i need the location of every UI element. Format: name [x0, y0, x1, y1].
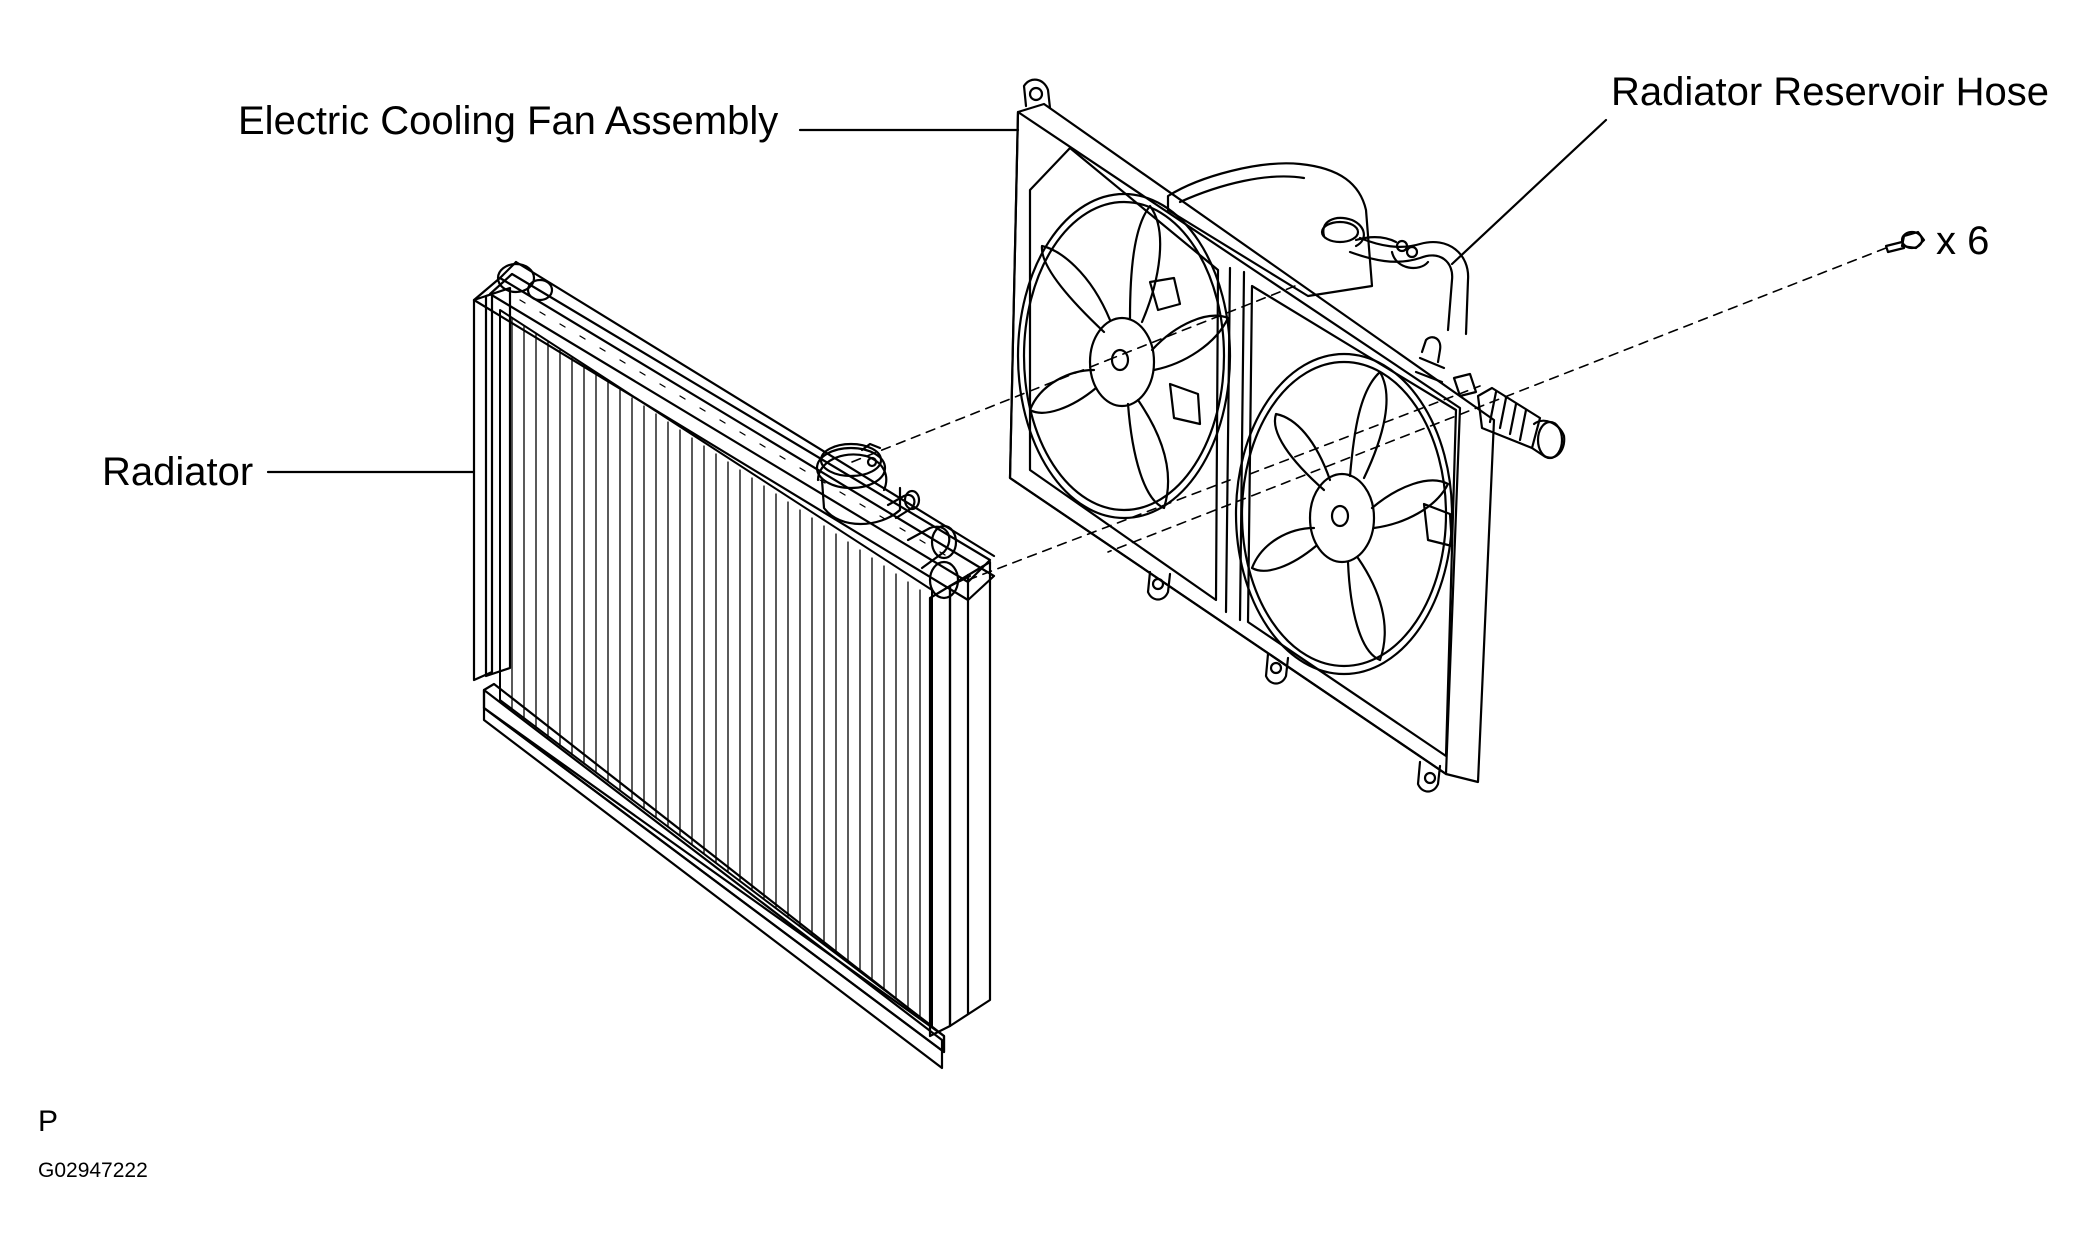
label-bolt-quantity: x 6 [1936, 219, 1990, 263]
label-electric-cooling-fan-assembly: Electric Cooling Fan Assembly [238, 99, 779, 143]
label-radiator: Radiator [102, 450, 254, 494]
radiator-core-fins [511, 299, 946, 1017]
radiator-part [472, 260, 996, 1070]
bolt-part [1884, 230, 1926, 254]
cooling-fan-assembly-part [1008, 78, 1566, 793]
figure-code: G02947222 [38, 1159, 148, 1182]
alignment-lines [851, 247, 1887, 581]
view-letter: P [38, 1105, 59, 1138]
leader-lines [266, 118, 1608, 474]
label-radiator-reservoir-hose: Radiator Reservoir Hose [1611, 70, 2049, 114]
